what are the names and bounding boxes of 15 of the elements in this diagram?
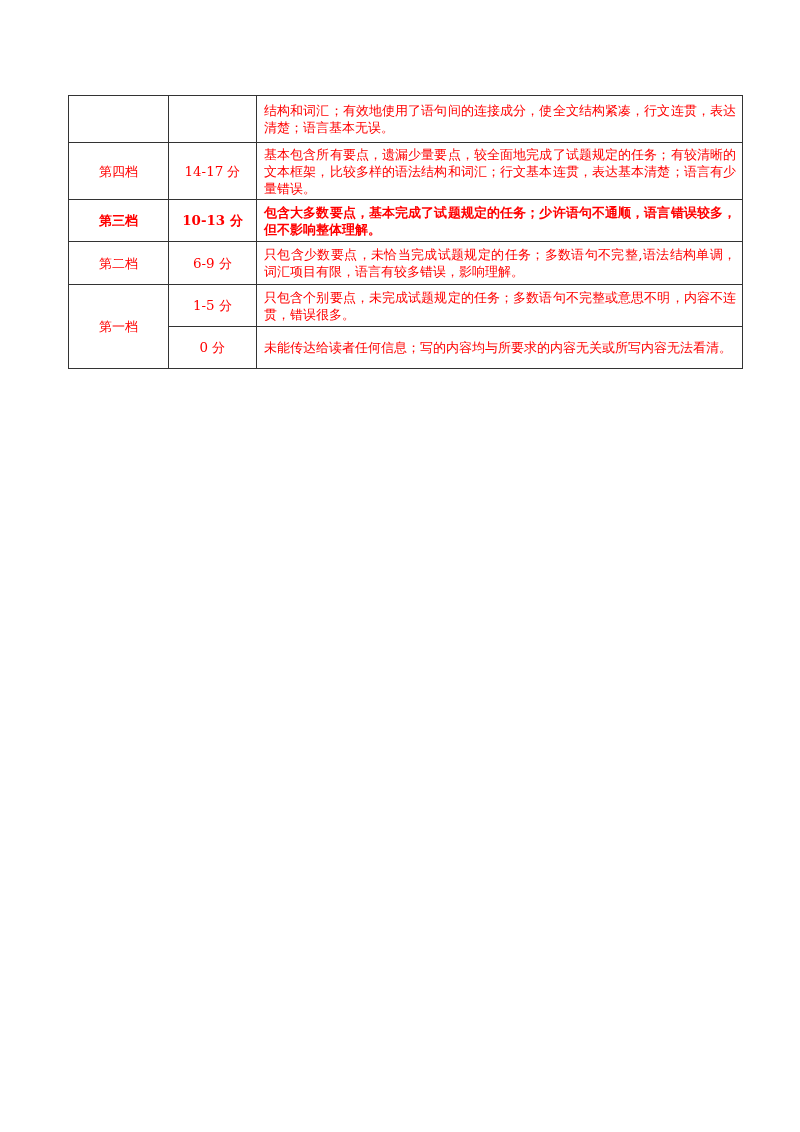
criteria-text: 包含大多数要点，基本完成了试题规定的任务；少许语句不通顺，语言错误较多，但不影响整体理解。 bbox=[264, 203, 736, 238]
grade-level: 第一档 bbox=[99, 318, 138, 335]
score-range: 14-17 分 bbox=[184, 162, 241, 180]
score-range: 1-5 分 bbox=[193, 297, 232, 314]
grade-level: 第二档 bbox=[99, 254, 138, 272]
criteria-text: 结构和词汇；有效地使用了语句间的连接成分，使全文结构紧凑，行文连贯，表达清楚；语言基本无误。 bbox=[264, 102, 736, 136]
criteria-text: 未能传达给读者任何信息；写的内容均与所要求的内容无关或所写内容无法看清。 bbox=[264, 339, 732, 356]
grade-level: 第四档 bbox=[99, 162, 138, 180]
criteria-text: 基本包含所有要点，遗漏少量要点，较全面地完成了试题规定的任务；有较清晰的文本框架，比较多样的语法结构和词汇；行文基本连贯，表达基本清楚；语言有少量错误。 bbox=[264, 145, 736, 197]
score-range: 10-13 分 bbox=[182, 212, 243, 229]
criteria-text: 只包含个别要点，未完成试题规定的任务；多数语句不完整或意思不明，内容不连贯，错误很多。 bbox=[264, 288, 736, 323]
score-range: 0 分 bbox=[199, 339, 226, 356]
score-range: 6-9 分 bbox=[193, 254, 232, 272]
criteria-text: 只包含少数要点，未恰当完成试题规定的任务；多数语句不完整,语法结构单调，词汇项目有限，语言有较多错误，影响理解。 bbox=[264, 246, 736, 280]
grade-level: 第三档 bbox=[99, 212, 138, 229]
